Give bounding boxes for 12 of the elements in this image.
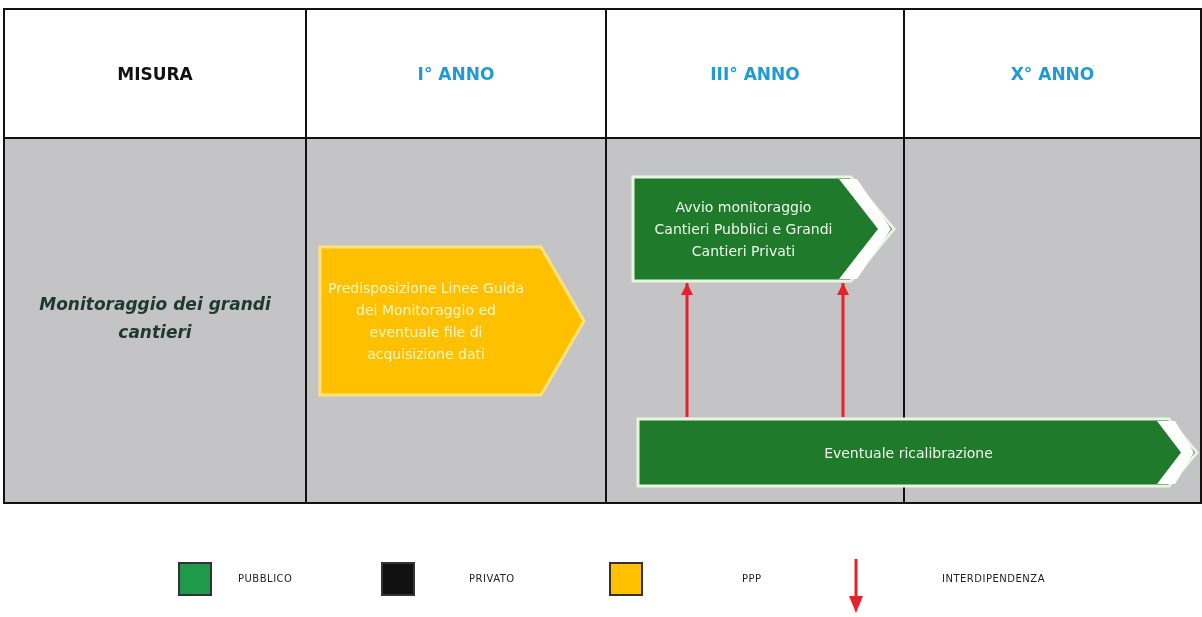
row-label: Monitoraggio dei grandi cantieri bbox=[38, 293, 272, 344]
step-text: Avvio monitoraggio Cantieri Pubblici e Grandi Cantieri Privati bbox=[653, 198, 834, 261]
step-text: Eventuale ricalibrazione bbox=[824, 443, 993, 463]
legend-label: PRIVATO bbox=[469, 573, 515, 584]
legend-label: PPP bbox=[742, 573, 762, 584]
legend-label: PUBBLICO bbox=[238, 573, 293, 584]
column-header: MISURA bbox=[3, 8, 307, 139]
step-text: Predisposizione Linee Guida dei Monitoraggio ed eventuale file di acquisizione dati bbox=[327, 279, 525, 364]
legend-label: INTERDIPENDENZA bbox=[942, 573, 1045, 584]
dependency-arrow bbox=[837, 283, 849, 417]
column-header: X° ANNO bbox=[903, 8, 1202, 139]
dependency-arrow bbox=[681, 283, 693, 417]
